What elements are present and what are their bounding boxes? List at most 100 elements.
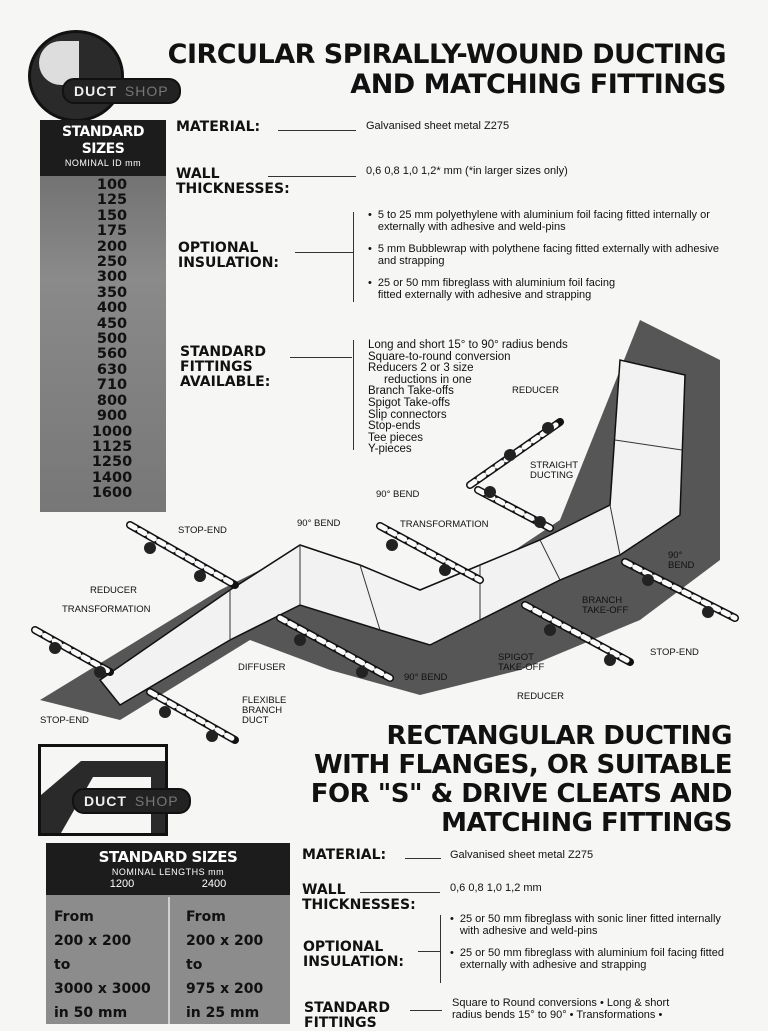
rect-title-line2: WITH FLANGES, OR SUITABLE — [313, 750, 733, 780]
main-duct — [98, 359, 686, 706]
insulation-label-line2: INSULATION: — [303, 954, 405, 970]
fitting-item: Stop-ends — [368, 420, 421, 433]
insulation-item: •5 mm Bubblewrap with polythene facing f… — [368, 243, 728, 267]
label-transformation-left: TRANSFORMATION — [62, 604, 151, 615]
leader-line — [295, 252, 353, 253]
insulation-item: •25 or 50 mm fibreglass with aluminium f… — [368, 277, 633, 301]
rect-title-line4: MATCHING FITTINGS — [441, 808, 732, 838]
rect-size-cell: to — [186, 957, 203, 973]
rect-size-cell: 200 x 200 — [54, 933, 132, 949]
logo-duct-text: DUCT — [84, 793, 127, 809]
label-line: FLEXIBLE — [242, 695, 287, 706]
insulation-label-line1: OPTIONAL — [303, 939, 384, 955]
label-line: TAKE-OFF — [498, 662, 545, 673]
rect-size-cell: to — [54, 957, 71, 973]
insulation-item: •25 or 50 mm fibreglass with aluminium f… — [450, 947, 742, 971]
label-flexible-branch-duct: FLEXIBLE BRANCH DUCT — [242, 696, 286, 726]
bracket-line — [353, 340, 354, 450]
logo-shop-text: SHOP — [134, 793, 179, 809]
size-item: 1400 — [91, 469, 133, 486]
rect-fittings-line: Square to Round conversions • Long & sho… — [452, 997, 670, 1009]
fitting-item: Long and short 15° to 90° radius bends — [368, 339, 568, 351]
fitting-item: Y-pieces — [368, 443, 412, 456]
size-item: 175 — [96, 223, 128, 240]
rect-size-cell: in 25 mm — [186, 1005, 260, 1021]
leader-line — [268, 176, 356, 177]
fitting-item: Reducers 2 or 3 size — [368, 362, 474, 375]
circular-title-line2: AND MATCHING FITTINGS — [350, 69, 726, 100]
leader-line — [278, 130, 356, 131]
rect-title-line3: FOR "S" & DRIVE CLEATS AND — [310, 779, 733, 809]
duct-shop-logo-badge: DUCT SHOP — [62, 78, 181, 104]
length-2400: 2400 — [201, 878, 227, 890]
rect-length-row: 1200 2400 — [46, 878, 290, 891]
label-line: TAKE-OFF — [582, 605, 629, 616]
fitting-item: Spigot Take-offs — [368, 396, 451, 409]
label-reducer-left: REDUCER — [90, 585, 137, 596]
circular-fittings-list: Long and short 15° to 90° radius bends S… — [368, 339, 618, 456]
leader-line — [290, 357, 352, 358]
size-item: 450 — [96, 315, 128, 332]
label-spigot-take-off: SPIGOT TAKE-OFF — [498, 653, 544, 673]
size-item: 1000 — [91, 423, 133, 440]
label-branch-take-off: BRANCH TAKE-OFF — [582, 596, 628, 616]
circular-wall-value: 0,6 0,8 1,0 1,2* mm (*in larger sizes on… — [366, 165, 568, 177]
size-item: 350 — [96, 284, 128, 301]
leader-line — [418, 951, 440, 952]
leader-line — [360, 892, 440, 893]
bracket-line — [440, 915, 441, 983]
logo-shop-text: SHOP — [124, 83, 169, 99]
size-item: 800 — [96, 392, 128, 409]
leader-line — [405, 858, 441, 859]
size-item: 150 — [96, 207, 128, 224]
circular-material-value: Galvanised sheet metal Z275 — [366, 120, 510, 132]
circular-sizes-list: 100 125 150 175 200 250 300 350 400 450 … — [82, 177, 142, 502]
length-1200: 1200 — [109, 878, 135, 890]
label-diffuser: DIFFUSER — [238, 662, 286, 673]
size-item: 500 — [96, 331, 128, 348]
size-item: 1250 — [91, 454, 133, 471]
circular-wall-label: WALL THICKNESSES: — [176, 167, 290, 197]
rect-sizes-col-2400: From 200 x 200 to 975 x 200 in 25 mm — [186, 905, 263, 1025]
fittings-label-line1: STANDARD — [304, 1000, 390, 1016]
label-line: 90° — [668, 550, 683, 561]
rect-insulation-label: OPTIONAL INSULATION: — [303, 940, 404, 970]
label-line: BRANCH — [242, 705, 283, 716]
rect-wall-label: WALL THICKNESSES: — [302, 883, 416, 913]
rect-sizes-header: STANDARD SIZES NOMINAL LENGTHS mm 1200 2… — [46, 843, 290, 895]
label-line: BEND — [668, 560, 695, 571]
rect-fittings-text: Square to Round conversions • Long & sho… — [452, 997, 752, 1021]
leader-line — [410, 1010, 442, 1011]
size-item: 100 — [96, 177, 128, 193]
insulation-label-line1: OPTIONAL — [178, 240, 259, 256]
rect-sizes-subtitle: NOMINAL LENGTHS mm — [111, 867, 225, 877]
circular-sizes-header: STANDARD SIZES NOMINAL ID mm — [40, 120, 166, 176]
duct-shop-logo-badge-2: DUCT SHOP — [72, 788, 191, 814]
insulation-text: 25 or 50 mm fibreglass with aluminium fo… — [377, 277, 616, 301]
rect-fittings-label: STANDARD FITTINGS — [304, 1001, 390, 1031]
rect-title-line1: RECTANGULAR DUCTING — [386, 721, 733, 751]
circular-sizes-panel — [40, 120, 166, 512]
fittings-label-line2: FITTINGS — [180, 359, 253, 375]
size-item: 300 — [96, 269, 128, 286]
rect-size-cell: 3000 x 3000 — [54, 981, 151, 997]
insulation-item: •25 or 50 mm fibreglass with sonic liner… — [450, 913, 742, 937]
label-reducer-bottom: REDUCER — [517, 691, 564, 702]
size-item: 560 — [96, 346, 128, 363]
circular-title: CIRCULAR SPIRALLY-WOUND DUCTING AND MATC… — [106, 40, 727, 100]
size-item: 250 — [96, 254, 128, 271]
fitting-item: reductions in one — [384, 373, 472, 386]
fittings-label-line3: AVAILABLE: — [180, 374, 271, 390]
rect-sizes-col-1200: From 200 x 200 to 3000 x 3000 in 50 mm — [54, 905, 151, 1025]
wall-label-line2: THICKNESSES: — [176, 181, 290, 197]
wall-label-line1: WALL — [176, 166, 220, 182]
duct-seams — [229, 439, 683, 640]
label-line: BRANCH — [582, 595, 623, 606]
circular-insulation-list: •5 to 25 mm polyethylene with aluminium … — [368, 209, 728, 301]
fitting-item: Tee pieces — [368, 431, 423, 444]
sizes-title-1: STANDARD — [62, 124, 144, 140]
fitting-item: Slip connectors — [368, 408, 447, 421]
size-item: 900 — [96, 408, 128, 425]
label-90-bend-bottom: 90° BEND — [404, 672, 448, 683]
sizes-title-2: SIZES — [81, 141, 125, 157]
